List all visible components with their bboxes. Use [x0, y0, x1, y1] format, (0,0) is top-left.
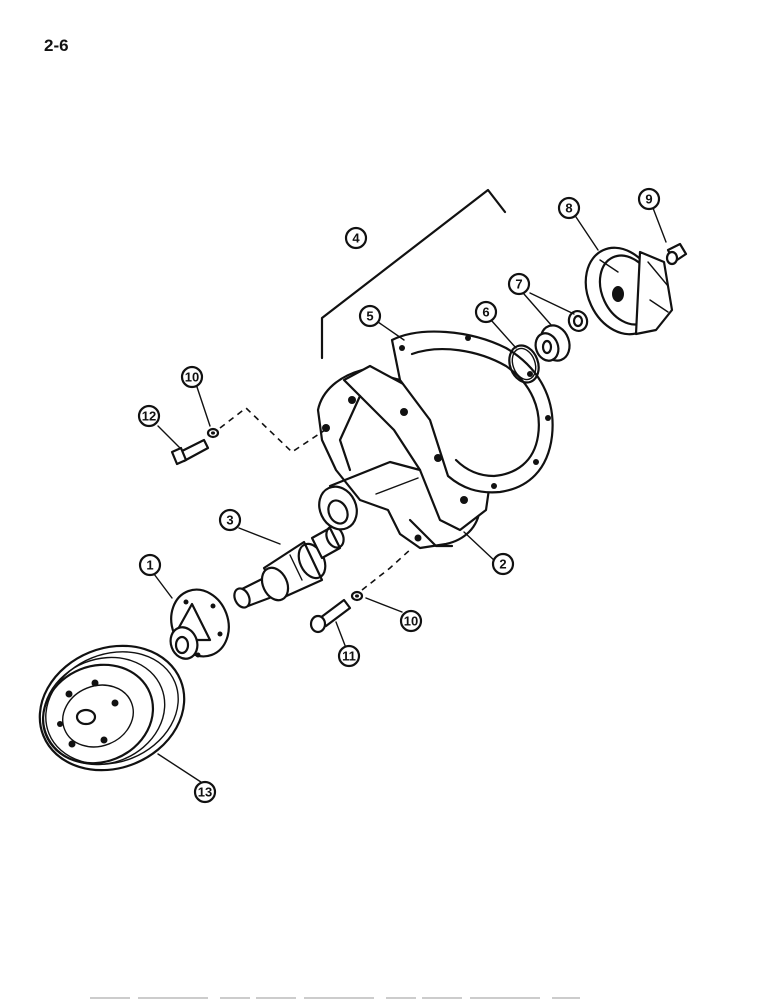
o-ring — [508, 344, 540, 384]
seal — [534, 310, 589, 362]
callout-label-9: 9 — [645, 192, 652, 207]
callout-1: 1 — [138, 553, 162, 577]
callout-5: 5 — [358, 304, 382, 328]
pump-housing — [316, 364, 494, 550]
bolt-lower — [309, 590, 364, 634]
callout-label-4: 4 — [352, 231, 360, 246]
callout-10-upper: 10 — [180, 365, 204, 389]
shaft-and-bearing — [233, 525, 345, 609]
callout-12: 12 — [137, 404, 161, 428]
page-number: 2-6 — [44, 36, 69, 55]
callout-label-6: 6 — [482, 305, 489, 320]
callout-8: 8 — [557, 196, 581, 220]
callout-label-3: 3 — [226, 513, 233, 528]
callout-7: 7 — [507, 272, 531, 296]
leader-lines — [153, 207, 667, 785]
pulley — [38, 644, 186, 772]
pulley-hub — [169, 588, 230, 660]
callout-label-5: 5 — [366, 309, 373, 324]
callout-label-11: 11 — [342, 649, 356, 664]
callout-label-2: 2 — [499, 557, 506, 572]
callout-9: 9 — [637, 187, 661, 211]
callout-3: 3 — [218, 508, 242, 532]
callout-label-13: 13 — [198, 785, 212, 800]
callout-label-10-lower: 10 — [404, 614, 418, 629]
callout-label-1: 1 — [146, 558, 153, 573]
callout-label-8: 8 — [565, 201, 572, 216]
alignment-lines — [219, 406, 413, 591]
callout-6: 6 — [474, 300, 498, 324]
callout-4: 4 — [344, 226, 368, 250]
assembly-bracket — [320, 188, 507, 360]
impeller — [584, 246, 674, 336]
callout-11: 11 — [337, 644, 361, 668]
callout-13: 13 — [193, 780, 217, 804]
callout-label-12: 12 — [142, 409, 156, 424]
callout-2: 2 — [491, 552, 515, 576]
callout-label-10-upper: 10 — [185, 370, 199, 385]
bolt-upper — [170, 427, 220, 466]
callout-10-lower: 10 — [399, 609, 423, 633]
plug — [665, 242, 688, 266]
callout-label-7: 7 — [515, 277, 522, 292]
